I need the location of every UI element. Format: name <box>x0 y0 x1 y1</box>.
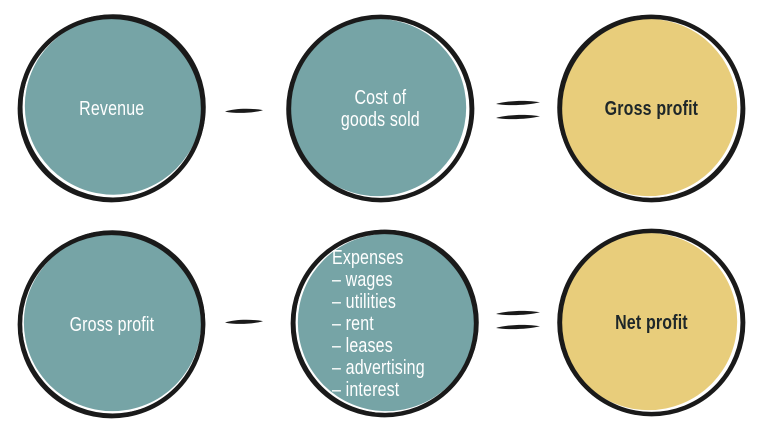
cost-of-goods-sold-circle: Cost of goods sold <box>282 10 479 207</box>
net-profit-circle: Net profit <box>553 224 750 421</box>
circle-shape <box>290 229 479 418</box>
circle-shape <box>557 228 746 417</box>
label-line: goods sold <box>341 108 420 131</box>
circle-shape <box>17 14 206 203</box>
equals-icon <box>494 304 542 336</box>
label-line: Gross profit <box>604 97 699 120</box>
equals-icon <box>494 94 542 126</box>
circle-shape <box>17 230 206 419</box>
label-line: – advertising <box>332 356 425 379</box>
label-line: Revenue <box>78 97 145 120</box>
label-line: Gross profit <box>69 313 154 336</box>
label-line: – leases <box>332 334 393 357</box>
minus-icon <box>224 103 264 119</box>
label-line: – interest <box>332 378 400 401</box>
label-line: Net profit <box>615 311 688 334</box>
gross-profit-result-label: Gross profit <box>553 10 750 207</box>
label-line: – wages <box>332 268 393 291</box>
gross-profit-result-circle: Gross profit <box>553 10 750 207</box>
gross-profit-label: Gross profit <box>13 226 210 423</box>
circle-shape <box>557 14 746 203</box>
expenses-circle: Expenses – wages – utilities – rent – le… <box>286 225 483 422</box>
minus-icon <box>224 314 264 330</box>
net-profit-label: Net profit <box>553 224 750 421</box>
label-line: Expenses <box>332 246 404 269</box>
label-line: – rent <box>332 312 374 335</box>
circle-shape <box>286 14 475 203</box>
label-line: – utilities <box>332 290 397 313</box>
label-line: Cost of <box>354 86 407 109</box>
revenue-circle: Revenue <box>13 10 210 207</box>
gross-profit-circle: Gross profit <box>13 226 210 423</box>
revenue-label: Revenue <box>13 10 210 207</box>
expenses-label: Expenses – wages – utilities – rent – le… <box>286 225 483 422</box>
cost-of-goods-sold-label: Cost of goods sold <box>282 10 479 207</box>
